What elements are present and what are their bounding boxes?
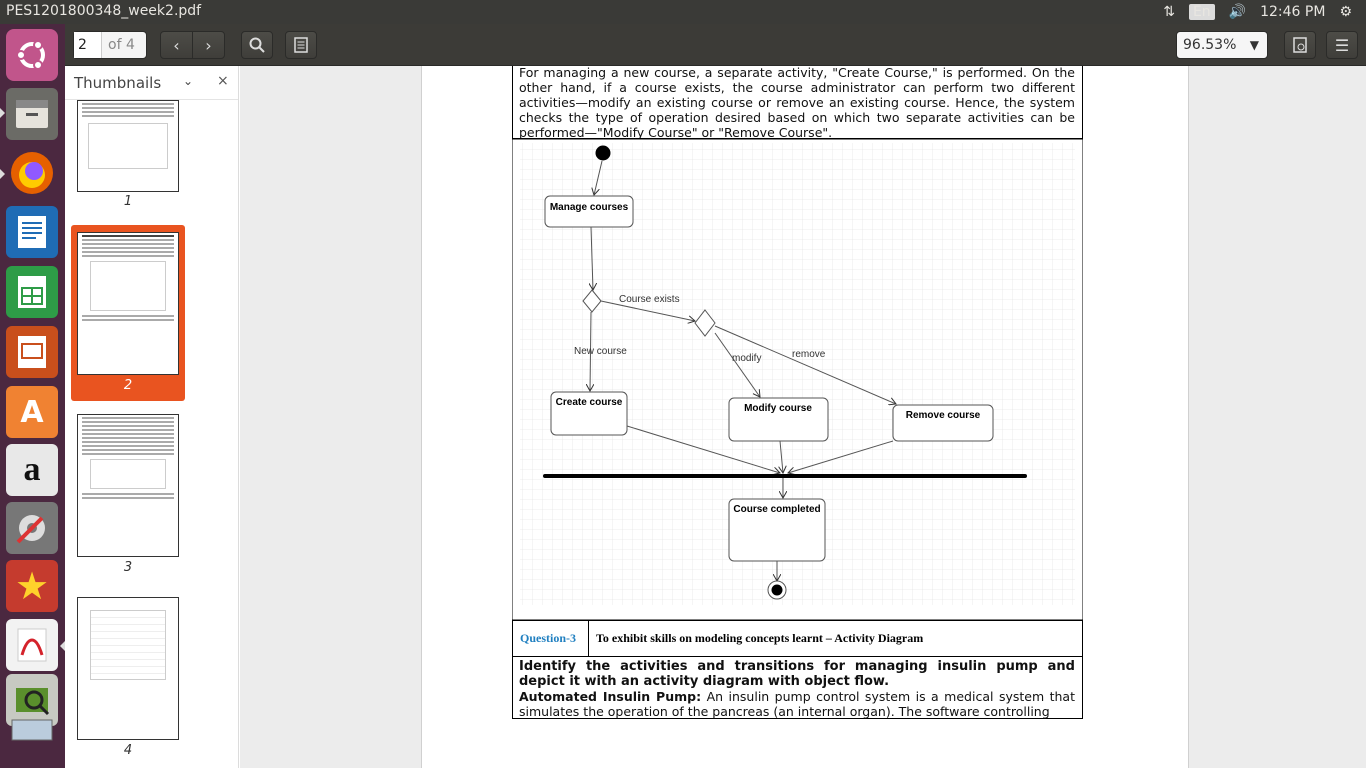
- window-title: PES1201800348_week2.pdf: [6, 3, 202, 19]
- thumbnail-page-4[interactable]: [77, 597, 179, 740]
- zoom-value: 96.53%: [1183, 37, 1237, 53]
- node-modify-label: Modify course: [744, 403, 812, 414]
- decision-node-1: [582, 289, 602, 313]
- final-node-inner: [771, 584, 783, 596]
- previous-page-button[interactable]: ‹: [160, 31, 193, 59]
- libreoffice-impress-icon[interactable]: [6, 326, 58, 378]
- thumbnail-label: 1: [123, 194, 133, 209]
- thumbnail-page-2[interactable]: [77, 232, 179, 375]
- page-current[interactable]: 2: [74, 32, 102, 58]
- keyboard-layout-indicator[interactable]: En: [1188, 4, 1215, 20]
- question-title: To exhibit skills on modeling concepts l…: [596, 631, 924, 645]
- edge-remove: remove: [792, 349, 826, 360]
- image-viewer-icon[interactable]: [6, 674, 58, 726]
- workspace-switcher-icon[interactable]: [6, 716, 58, 744]
- sidebar-title[interactable]: Thumbnails: [74, 73, 162, 92]
- firefox-icon[interactable]: [6, 147, 58, 199]
- subject-paragraph: Automated Insulin Pump: An insulin pump …: [519, 689, 1075, 719]
- ubuntu-dash-icon[interactable]: [6, 29, 58, 81]
- page-number-field[interactable]: 2 of 4: [73, 31, 147, 59]
- system-tray: ⇅ En 🔊 12:46 PM ⚙: [1163, 0, 1366, 24]
- question-body-frame: [512, 657, 1083, 719]
- subject-text: An insulin pump control system is a medi…: [519, 689, 1075, 719]
- document-page-icon: [1293, 37, 1307, 53]
- document-view[interactable]: For managing a new course, a separate ac…: [240, 66, 1366, 768]
- node-remove-label: Remove course: [906, 410, 981, 421]
- settings-gear-icon[interactable]: ⚙: [1339, 4, 1352, 20]
- node-manage-courses: Manage courses: [544, 195, 634, 228]
- node-remove-course: Remove course: [892, 404, 994, 442]
- node-completed-label: Course completed: [733, 504, 820, 515]
- thumbnail-label: 3: [123, 560, 133, 575]
- question-header-row: Question-3 To exhibit skills on modeling…: [512, 620, 1083, 657]
- annotations-button[interactable]: [285, 31, 317, 59]
- search-icon: [249, 37, 265, 53]
- chevron-down-icon: ▼: [1249, 38, 1259, 52]
- node-create-course: Create course: [550, 391, 628, 436]
- search-button[interactable]: [241, 31, 273, 59]
- viewer-toolbar: 2 of 4 ‹ › 96.53% ▼ ☰: [65, 24, 1366, 66]
- amazon-icon[interactable]: a: [6, 444, 58, 496]
- edge-modify: modify: [732, 353, 761, 364]
- files-icon[interactable]: [6, 88, 58, 140]
- edge-new-course: New course: [574, 346, 627, 357]
- intro-paragraph: For managing a new course, a separate ac…: [519, 66, 1075, 140]
- hamburger-menu-icon: ☰: [1334, 35, 1350, 55]
- thumbnail-page-1[interactable]: [77, 100, 179, 192]
- notes-icon: [294, 37, 308, 53]
- pdf-page: For managing a new course, a separate ac…: [421, 66, 1189, 768]
- page-total: of 4: [108, 37, 135, 53]
- launcher: A a ★: [0, 24, 65, 768]
- next-page-button[interactable]: ›: [192, 31, 225, 59]
- question-number: Question-3: [513, 621, 589, 656]
- volume-icon[interactable]: 🔊: [1228, 4, 1247, 20]
- close-icon[interactable]: ×: [217, 73, 229, 89]
- software-center-icon[interactable]: A: [6, 386, 58, 438]
- thumbnail-page-3[interactable]: [77, 414, 179, 557]
- node-create-label: Create course: [556, 397, 623, 408]
- starred-app-icon[interactable]: ★: [6, 560, 58, 612]
- running-indicator: [0, 108, 5, 118]
- libreoffice-calc-icon[interactable]: [6, 266, 58, 318]
- task-heading: Identify the activities and transitions …: [519, 659, 1075, 689]
- chevron-down-icon[interactable]: ⌄: [183, 74, 194, 88]
- initial-node: [595, 145, 611, 161]
- activity-diagram: Manage courses Course exists New course …: [512, 139, 1083, 620]
- subject-label: Automated Insulin Pump:: [519, 689, 702, 704]
- active-indicator: [60, 641, 65, 651]
- top-panel: PES1201800348_week2.pdf ⇅ En 🔊 12:46 PM …: [0, 0, 1366, 24]
- thumbnails-sidebar: Thumbnails ⌄ × 1 2 3 4: [65, 66, 239, 768]
- document-viewer-icon[interactable]: [6, 619, 58, 671]
- page-layout-button[interactable]: [1284, 31, 1316, 59]
- decision-node-2: [694, 309, 716, 337]
- network-icon[interactable]: ⇅: [1163, 4, 1175, 20]
- edge-course-exists: Course exists: [619, 294, 680, 305]
- text-frame: [512, 66, 1083, 139]
- node-course-completed: Course completed: [728, 498, 826, 562]
- running-indicator: [0, 169, 5, 179]
- chevron-right-icon: ›: [205, 35, 212, 55]
- menu-button[interactable]: ☰: [1326, 31, 1358, 59]
- chevron-left-icon: ‹: [173, 35, 180, 55]
- zoom-select[interactable]: 96.53% ▼: [1176, 31, 1268, 59]
- node-modify-course: Modify course: [728, 397, 829, 442]
- thumbnail-label: 4: [123, 743, 133, 758]
- sidebar-header: Thumbnails ⌄ ×: [65, 66, 238, 100]
- libreoffice-writer-icon[interactable]: [6, 206, 58, 258]
- thumbnail-label: 2: [123, 378, 133, 393]
- node-manage-label: Manage courses: [550, 202, 629, 213]
- clock[interactable]: 12:46 PM: [1260, 4, 1326, 20]
- system-settings-icon[interactable]: [6, 502, 58, 554]
